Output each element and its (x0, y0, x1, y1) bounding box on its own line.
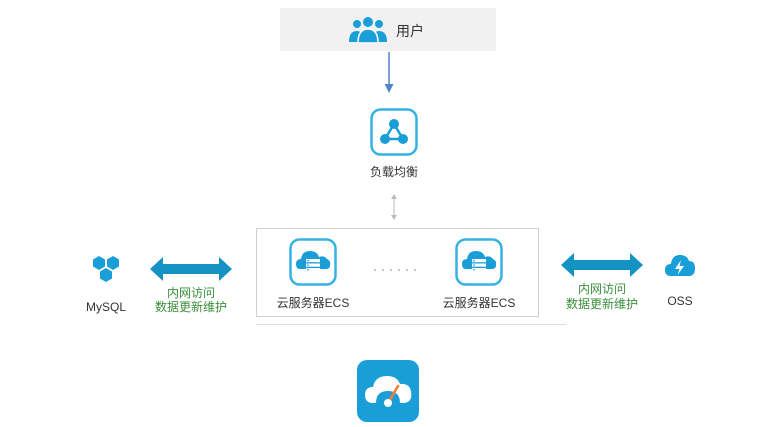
double-arrow-vertical-icon (391, 194, 397, 220)
user-node (280, 8, 496, 51)
link-caption: 内网访问 (577, 282, 626, 296)
cloud-server-icon (455, 238, 503, 286)
double-arrow-horizontal-icon (150, 257, 232, 281)
load-balancer-label: 负载均衡 (369, 165, 418, 179)
load-balancer-icon (370, 108, 418, 156)
ecs-group (256, 228, 539, 317)
mysql-label: MySQL (85, 300, 126, 314)
cloud-monitor-icon (357, 360, 419, 422)
ecs-label: 云服务器ECS (442, 296, 516, 310)
cloud-server-icon (289, 238, 337, 286)
users-icon (349, 17, 387, 44)
oss-icon (665, 255, 695, 276)
link-caption: 内网访问 (166, 286, 215, 300)
oss-label: OSS (667, 294, 693, 308)
ecs-label: 云服务器ECS (276, 296, 350, 310)
link-caption: 数据更新维护 (154, 300, 227, 314)
user-label: 用户 (396, 23, 424, 39)
arrow-down-icon (384, 52, 394, 93)
link-caption: 数据更新维护 (565, 297, 638, 311)
divider (256, 324, 566, 325)
mysql-icon (93, 256, 119, 282)
double-arrow-horizontal-icon (561, 253, 643, 277)
ellipsis-dots (373, 268, 417, 272)
